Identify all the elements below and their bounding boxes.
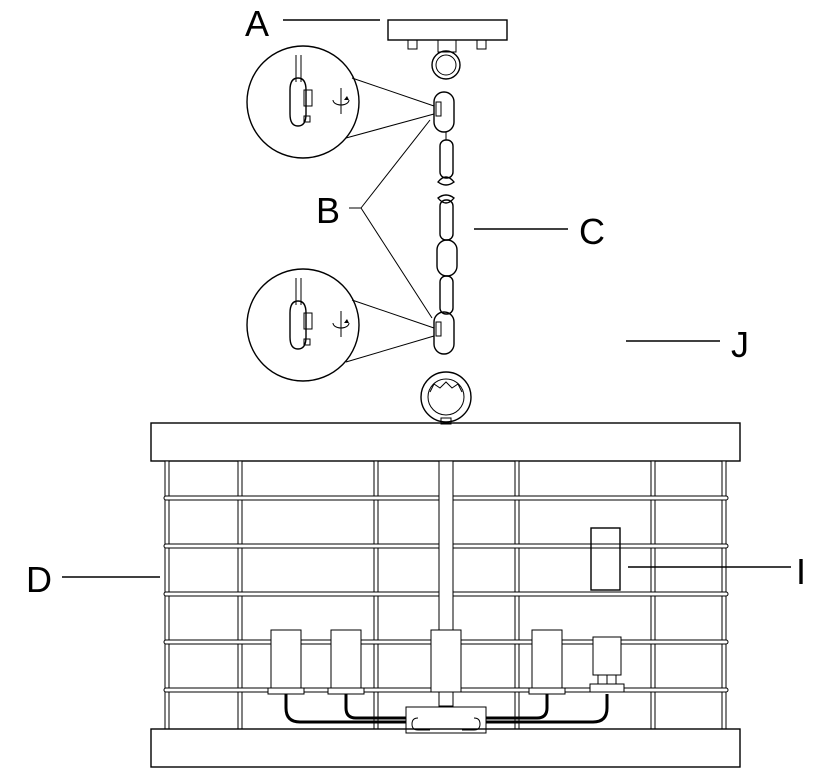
quick-link-connector-icon [289, 278, 313, 350]
candle-socket-3 [528, 629, 566, 695]
label-d: D [26, 559, 52, 600]
connector-callout-top [246, 45, 435, 159]
canopy [387, 19, 508, 80]
candle-socket-4-bulb [589, 636, 625, 693]
fixture-loop [420, 371, 472, 425]
label-c: C [579, 211, 605, 252]
leader-b-top [360, 119, 431, 209]
chain [433, 91, 458, 355]
candle-socket-2 [327, 629, 365, 695]
rotate-icon [332, 311, 350, 337]
label-a: A [245, 3, 269, 44]
connector-callout-bottom [246, 268, 435, 382]
label-i: I [796, 551, 806, 592]
label-j: J [731, 324, 749, 365]
candle-socket-1 [267, 629, 305, 695]
rotate-icon [332, 88, 350, 114]
label-b: B [316, 190, 340, 231]
center-stem [430, 460, 462, 707]
bulb-component [590, 527, 621, 591]
bottom-frame [150, 728, 741, 768]
top-frame [150, 422, 741, 462]
quick-link-connector-icon [289, 55, 313, 127]
leader-b-bottom [360, 207, 433, 319]
